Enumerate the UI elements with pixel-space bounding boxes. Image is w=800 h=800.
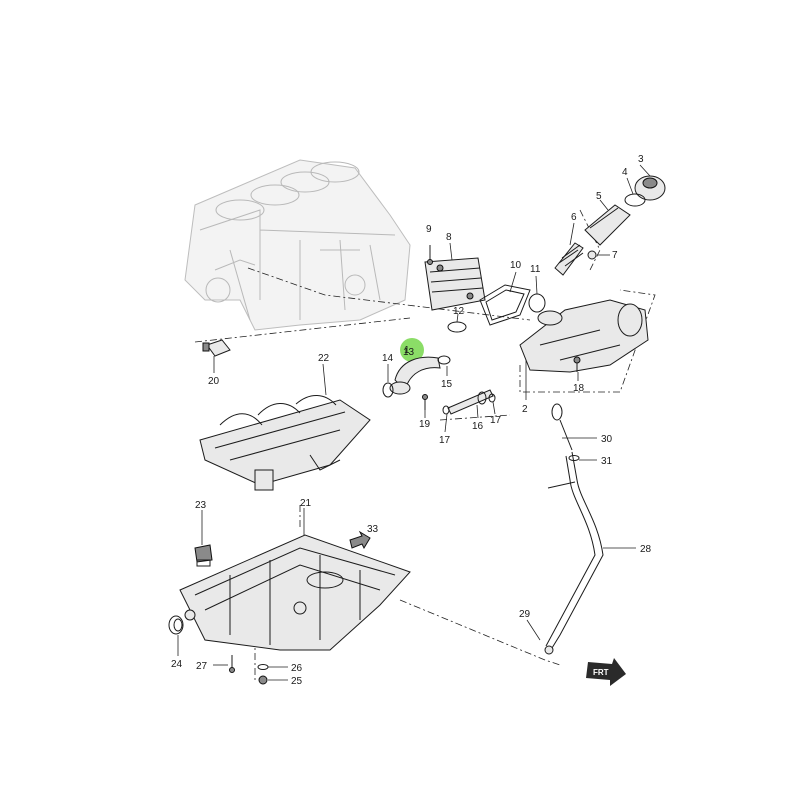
o-ring-12 bbox=[447, 321, 467, 333]
highlight-marker bbox=[400, 338, 424, 362]
callout-33: 33 bbox=[367, 524, 379, 535]
callout-4: 4 bbox=[622, 167, 628, 178]
callout-3: 3 bbox=[638, 154, 644, 165]
callout-24: 24 bbox=[171, 659, 183, 670]
o-rings-17 bbox=[442, 393, 496, 415]
callout-7: 7 bbox=[612, 250, 618, 261]
callout-6: 6 bbox=[571, 212, 577, 223]
direction-arrow-33 bbox=[349, 530, 371, 550]
bolt-27 bbox=[229, 655, 235, 673]
callout-labels: 1 2 3 4 5 6 7 8 9 10 11 12 13 14 15 16 1… bbox=[171, 154, 652, 687]
baffle-plate bbox=[199, 395, 371, 491]
callout-10: 10 bbox=[510, 260, 522, 271]
o-ring-14 bbox=[382, 382, 394, 398]
filter-cap bbox=[634, 175, 666, 201]
engine-block-ghost bbox=[184, 159, 411, 331]
oil-pipe bbox=[389, 356, 441, 395]
bolt-18 bbox=[573, 356, 581, 372]
dipstick-tube bbox=[544, 451, 604, 655]
callout-31: 31 bbox=[601, 456, 613, 467]
callout-13: 13 bbox=[403, 347, 415, 358]
callout-25: 25 bbox=[291, 676, 303, 687]
plug-7 bbox=[587, 250, 597, 260]
callout-14: 14 bbox=[382, 353, 394, 364]
callout-16: 16 bbox=[472, 421, 484, 432]
tube-16 bbox=[447, 389, 494, 415]
callout-22: 22 bbox=[318, 353, 330, 364]
callout-26: 26 bbox=[291, 663, 303, 674]
callout-5: 5 bbox=[596, 191, 602, 202]
filter-element bbox=[584, 204, 631, 246]
oil-cooler bbox=[424, 257, 486, 311]
callout-2: 2 bbox=[522, 404, 528, 415]
grommet-23 bbox=[194, 544, 213, 567]
cap-o-ring bbox=[624, 193, 646, 207]
callout-8: 8 bbox=[446, 232, 452, 243]
callout-1: 1 bbox=[404, 345, 410, 356]
callout-30: 30 bbox=[601, 434, 613, 445]
oil-pressure-sensor bbox=[202, 339, 231, 357]
callout-28: 28 bbox=[640, 544, 652, 555]
callout-17a: 17 bbox=[439, 435, 451, 446]
dipstick bbox=[551, 403, 573, 451]
oil-filter-housing bbox=[519, 299, 649, 373]
callout-15: 15 bbox=[441, 379, 453, 390]
gasket-10 bbox=[479, 284, 531, 326]
front-arrow: FRT bbox=[586, 658, 626, 686]
callout-20: 20 bbox=[208, 376, 220, 387]
seal-11 bbox=[528, 293, 546, 313]
leader-lines bbox=[177, 164, 651, 681]
callout-19: 19 bbox=[419, 419, 431, 430]
seal-ring-24 bbox=[168, 615, 184, 635]
callout-29: 29 bbox=[519, 609, 531, 620]
callout-18: 18 bbox=[573, 383, 585, 394]
front-label: FRT bbox=[593, 668, 609, 677]
callout-27: 27 bbox=[196, 661, 208, 672]
filter-standpipe bbox=[554, 242, 584, 276]
callout-17b: 17 bbox=[490, 415, 502, 426]
bolt-9 bbox=[427, 245, 433, 265]
oil-pan bbox=[179, 534, 411, 651]
callout-21: 21 bbox=[300, 498, 312, 509]
callout-23: 23 bbox=[195, 500, 207, 511]
drain-plug-25 bbox=[258, 675, 268, 685]
bolt-19 bbox=[422, 394, 428, 410]
assembly-lines bbox=[194, 209, 656, 680]
callout-9: 9 bbox=[426, 224, 432, 235]
callout-11: 11 bbox=[530, 264, 541, 275]
callout-12: 12 bbox=[453, 306, 465, 317]
o-ring-15 bbox=[437, 355, 451, 365]
washer-26 bbox=[257, 664, 269, 670]
